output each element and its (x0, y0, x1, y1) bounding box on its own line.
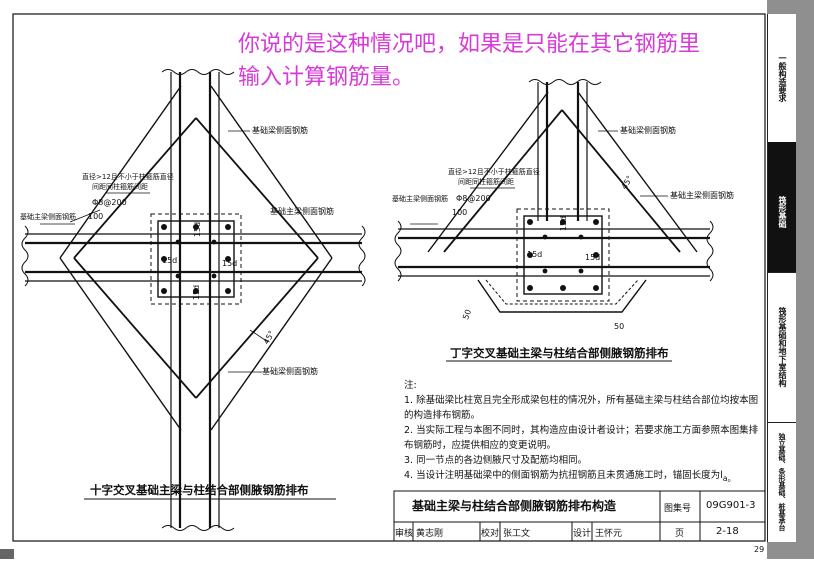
note-line-2: 的构造排布钢筋。 (404, 410, 481, 421)
left-dim-15d-left: 15d (162, 256, 178, 265)
right-dim-50-right: 50 (614, 322, 625, 331)
left-label-100: 100 (88, 212, 104, 221)
right-label-stirrup: Φ8@200 (456, 194, 491, 203)
page-label: 页 (675, 529, 685, 539)
note-line-6-text: 4. 当设计注明基础梁中的侧面钢筋为抗扭钢筋且未贯通施工时，锚固长度为l (404, 470, 723, 481)
right-label-note-1: 直径>12且不小于柱箍筋直径 (448, 168, 540, 176)
atlas-label: 图集号 (664, 504, 692, 514)
note-line-1: 1. 除基础梁比柱宽且完全形成梁包柱的情况外，所有基础主梁与柱结合部位均按本图 (404, 395, 759, 406)
annotation-overlay: 你说的是这种情况吧，如果是只能在其它钢筋里 输入计算钢筋量。 (238, 28, 808, 94)
right-dim-15d-right: 15d (585, 253, 601, 262)
checker-name: 张工文 (503, 529, 531, 539)
left-caption: 十字交叉基础主梁与柱结合部侧腋钢筋排布 (90, 483, 309, 497)
notes-heading: 注: (404, 380, 417, 391)
note-line-6: 4. 当设计注明基础梁中的侧面钢筋为抗扭钢筋且未贯通施工时，锚固长度为la。 (404, 468, 758, 486)
left-label-side: 基础主梁侧面钢筋 (20, 213, 76, 221)
left-label-top: 基础梁侧面钢筋 (252, 126, 308, 135)
right-label-side: 基础主梁侧面钢筋 (392, 195, 448, 203)
sidebar-panel: 一般构造要求 筏形基础 筏形基础和地下室结构 独立基础、条形基础、桩基承台 (767, 14, 796, 542)
page-code: 2-18 (716, 526, 739, 537)
sidebar-section-3-label: 筏形基础和地下室结构 (778, 307, 787, 387)
title-block-title: 基础主梁与柱结合部侧腋钢筋排布构造 (412, 499, 617, 513)
note-line-4: 布钢筋时，应提供相应的变更说明。 (404, 440, 557, 451)
note-line-3: 2. 当实际工程与本图不同时，其构造应由设计者设计；若要求施工方面参照本图集排 (404, 425, 759, 436)
left-joint-drawing (21, 69, 366, 531)
right-caption: 丁字交叉基础主梁与柱结合部侧腋钢筋排布 (450, 346, 669, 360)
sidebar-section-1: 一般构造要求 (768, 14, 796, 143)
annotation-line-1: 你说的是这种情况吧，如果是只能在其它钢筋里 (238, 32, 701, 57)
review-label: 审核 (395, 529, 414, 539)
right-label-right: 基础主梁侧面钢筋 (670, 191, 734, 200)
note-line-5: 3. 同一节点的各边侧腋尺寸及配筋均相同。 (404, 455, 588, 466)
left-label-stirrup: Φ8@200 (92, 198, 127, 207)
sidebar-section-4: 独立基础、条形基础、桩基承台 (768, 422, 796, 542)
left-label-bottom: 基础梁侧面钢筋 (262, 367, 318, 376)
sidebar-section-4-label: 独立基础、条形基础、桩基承台 (778, 433, 786, 531)
left-dim-15d-bottom: 15d (192, 284, 202, 301)
note-line-6-subscript: a。 (722, 473, 736, 483)
check-label: 校对 (481, 529, 500, 539)
left-label-note-2: 间距同柱箍筋间距 (92, 183, 148, 191)
right-dim-15d-left: 15d (527, 250, 543, 259)
sidebar-section-2: 筏形基础 (768, 142, 796, 273)
right-label-top: 基础梁侧面钢筋 (620, 126, 676, 135)
left-label-note-1: 直径>12且不小于柱箍筋直径 (82, 173, 174, 181)
reviewer-name: 黄志刚 (416, 529, 444, 539)
left-dim-15d-right: 15d (222, 259, 238, 268)
atlas-number: 09G901-3 (706, 500, 756, 511)
sidebar-section-1-label: 一般构造要求 (778, 54, 787, 102)
designer-name: 王怀元 (595, 529, 623, 539)
right-label-note-2: 间距同柱箍筋间距 (458, 178, 514, 186)
left-dim-15d-top: 15d (193, 221, 203, 238)
sidebar-section-2-label: 筏形基础 (778, 196, 787, 228)
design-label: 设计 (573, 529, 592, 539)
notes-block: 注: 1. 除基础梁比柱宽且完全形成梁包柱的情况外，所有基础主梁与柱结合部位均按… (404, 378, 758, 486)
page-number: 29 (754, 545, 765, 554)
annotation-line-2: 输入计算钢筋量。 (238, 65, 415, 90)
right-label-100: 100 (452, 208, 468, 217)
right-joint-drawing (394, 79, 714, 313)
left-label-right: 基础主梁侧面钢筋 (270, 207, 334, 216)
right-dim-15d-top: 15d (559, 215, 569, 232)
sidebar-section-3: 筏形基础和地下室结构 (768, 272, 796, 423)
